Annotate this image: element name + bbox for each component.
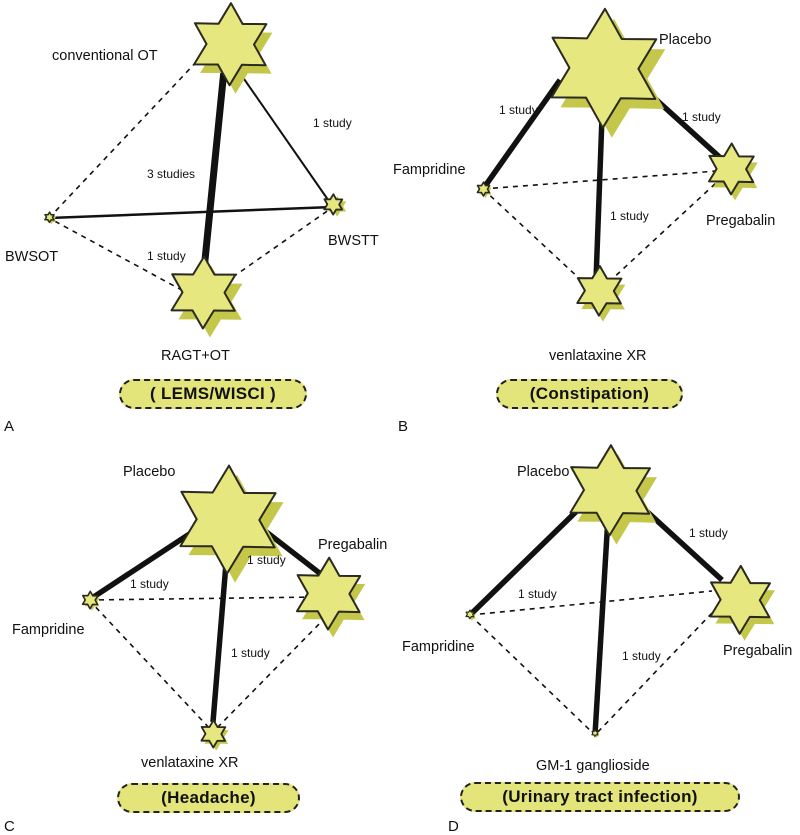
edge-preg-venl xyxy=(212,616,327,733)
node-venlataxine xyxy=(200,719,229,751)
panel-b: Placebo Fampridine Pregabalin venlataxin… xyxy=(393,0,800,434)
edge-label-ragt-bwsot: 1 study xyxy=(147,249,186,263)
edge-bwsot-bwstt xyxy=(48,205,334,220)
node-label-gm1-ganglioside: GM-1 ganglioside xyxy=(536,758,650,774)
edge-label-placebo-preg: 1 study xyxy=(682,110,721,124)
node-label-placebo: Placebo xyxy=(659,32,712,48)
panel-letter-a: A xyxy=(4,418,15,435)
node-gm1-ganglioside xyxy=(591,729,600,738)
edge-label-placebo-famp: 1 study xyxy=(499,103,538,117)
edge-placebo-famp xyxy=(87,524,202,603)
node-label-placebo: Placebo xyxy=(123,464,176,480)
panel-d-network xyxy=(465,444,775,738)
outcome-title-a: ( LEMS/WISCI ) xyxy=(119,379,307,409)
edge-label-placebo-preg: 1 study xyxy=(689,526,728,540)
edge-ragt-bwsot xyxy=(48,217,201,301)
edge-label-placebo-venl: 1 study xyxy=(610,209,649,223)
edge-ragt-bwstt xyxy=(199,206,334,301)
edge-preg-gm1 xyxy=(594,612,713,736)
panel-letter-c: C xyxy=(4,818,15,835)
outcome-title-b: (Constipation) xyxy=(496,379,683,409)
node-fampridine xyxy=(465,609,476,621)
edge-famp-venl xyxy=(88,599,214,733)
node-placebo xyxy=(550,7,666,138)
edge-label-placebo-venl: 1 study xyxy=(231,646,270,660)
node-label-venlataxine: venlataxine XR xyxy=(549,348,647,364)
edge-conv-bwsot xyxy=(48,39,218,219)
edge-label-conv-ragt: 3 studies xyxy=(147,167,196,181)
node-pregabalin xyxy=(709,564,775,641)
edge-famp-preg xyxy=(88,596,319,601)
node-label-fampridine: Fampridine xyxy=(393,162,466,178)
node-label-ragt-ot: RAGT+OT xyxy=(161,348,230,364)
edge-label-placebo-gm1: 1 study xyxy=(622,649,661,663)
edge-famp-preg xyxy=(482,169,731,190)
node-label-bwsot: BWSOT xyxy=(5,249,59,265)
node-label-placebo: Placebo xyxy=(517,464,570,480)
node-fampridine xyxy=(81,590,100,611)
node-label-pregabalin: Pregabalin xyxy=(723,643,793,659)
panel-c: Placebo Fampridine Pregabalin venlataxin… xyxy=(0,417,400,834)
node-ragt-ot xyxy=(170,255,243,338)
edge-label-placebo-famp: 1 study xyxy=(130,577,169,591)
outcome-title-c: (Headache) xyxy=(117,783,300,813)
edge-placebo-famp xyxy=(468,499,589,617)
node-placebo xyxy=(569,444,657,545)
edge-conv-ragt xyxy=(199,69,228,281)
node-label-fampridine: Fampridine xyxy=(402,639,475,655)
node-conventional-ot xyxy=(193,2,273,94)
edge-label-placebo-famp: 1 study xyxy=(518,587,557,601)
panel-c-network xyxy=(81,464,366,751)
panel-letter-b: B xyxy=(398,418,409,435)
panel-a-network xyxy=(44,2,347,338)
node-bwsot xyxy=(44,211,57,225)
edge-placebo-preg xyxy=(640,504,724,583)
node-label-conventional-ot: conventional OT xyxy=(52,48,158,64)
node-label-venlataxine: venlataxine XR xyxy=(141,755,239,771)
node-label-bwstt: BWSTT xyxy=(328,233,379,249)
panel-b-network xyxy=(476,7,758,322)
node-fampridine xyxy=(476,181,492,198)
edge-label-conv-bwstt: 1 study xyxy=(313,116,352,130)
node-bwstt xyxy=(323,193,347,217)
panel-d: Placebo Fampridine Pregabalin GM-1 gangl… xyxy=(400,417,800,834)
node-pregabalin xyxy=(708,142,758,201)
edge-preg-venl xyxy=(595,169,731,295)
node-label-pregabalin: Pregabalin xyxy=(706,213,776,229)
edge-placebo-gm1 xyxy=(592,516,611,736)
node-pregabalin xyxy=(296,556,366,638)
outcome-title-d: (Urinary tract infection) xyxy=(460,782,740,812)
node-venlataxine xyxy=(576,265,626,322)
edge-placebo-famp xyxy=(480,78,563,191)
edge-famp-preg xyxy=(469,590,713,616)
panel-a: conventional OT BWSOT BWSTT RAGT+OT 3 st… xyxy=(0,0,400,434)
node-label-pregabalin: Pregabalin xyxy=(318,537,388,553)
edge-label-placebo-preg: 1 study xyxy=(247,553,286,567)
edge-famp-gm1 xyxy=(469,614,596,736)
node-placebo xyxy=(179,464,284,583)
panel-letter-d: D xyxy=(448,818,459,835)
node-label-fampridine: Fampridine xyxy=(12,622,85,638)
